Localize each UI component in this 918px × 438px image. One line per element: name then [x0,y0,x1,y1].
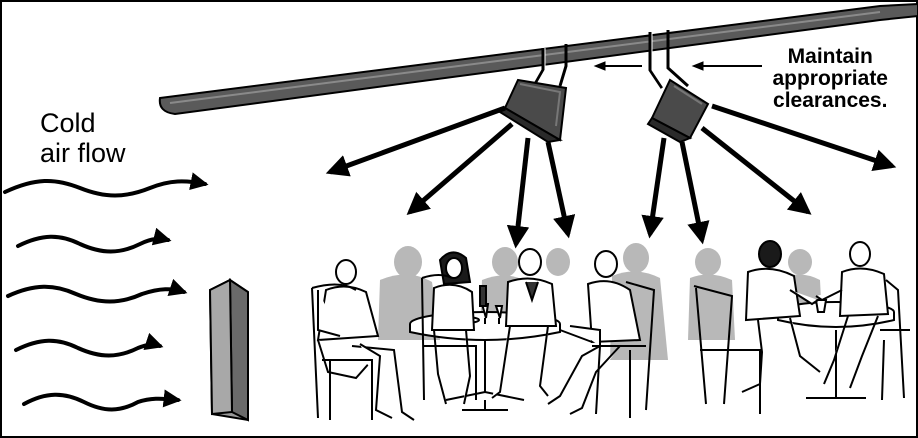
air-flow-arrow-4 [16,341,160,356]
radiant-arrows [330,106,892,244]
heater-right [648,80,708,142]
air-flow-arrow-3 [8,287,184,302]
radiant-arrow-1 [330,108,505,172]
radiant-arrow-6 [682,142,702,240]
heater-left [500,80,566,142]
cold-air-label-line2: air flow [40,138,126,168]
radiant-arrow-4 [548,142,568,234]
clearance-label-line1: Maintain [772,46,888,68]
clearance-label: Maintain appropriate clearances. [772,46,888,112]
windbreak-panel [210,280,248,420]
cold-air-arrows [5,181,205,410]
cold-air-flow-label: Cold air flow [40,108,126,168]
radiant-arrow-3 [516,138,528,244]
air-flow-arrow-1 [5,181,205,196]
air-flow-arrow-2 [18,237,168,252]
air-flow-arrow-5 [24,395,178,410]
clearance-label-line2: appropriate [772,68,888,90]
radiant-arrow-7 [702,128,808,212]
clearance-label-line3: clearances. [772,90,888,112]
cold-air-label-line1: Cold [40,108,126,138]
radiant-arrow-5 [650,138,664,234]
